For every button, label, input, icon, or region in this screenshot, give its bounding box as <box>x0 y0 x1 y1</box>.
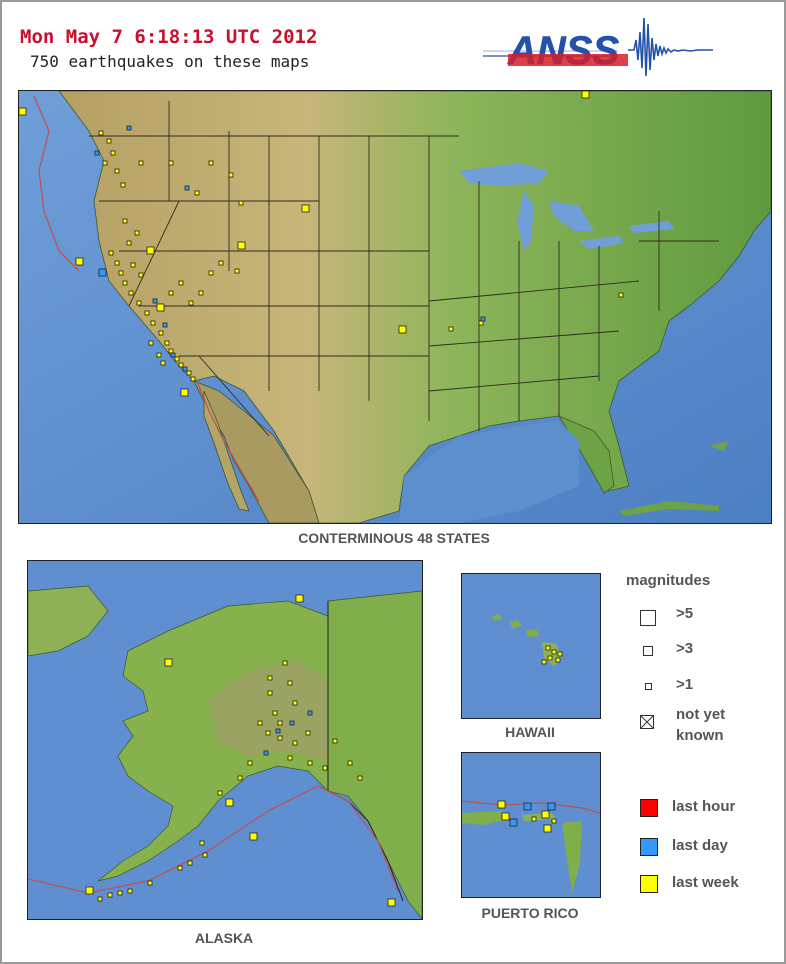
anss-logo-text: ANSS <box>507 29 619 73</box>
last-week-swatch <box>640 875 658 893</box>
hawaii-map[interactable] <box>461 573 601 719</box>
last-day-label: last day <box>672 837 728 854</box>
unknown-label-line2: known <box>676 727 724 744</box>
magnitude-1-symbol <box>645 683 652 690</box>
alaska-map[interactable] <box>27 560 423 920</box>
update-datetime: Mon May 7 6:18:13 UTC 2012 <box>20 26 318 48</box>
unknown-label-line1: not yet <box>676 706 726 723</box>
magnitude-1-label: >1 <box>676 676 694 693</box>
last-hour-label: last hour <box>672 798 736 815</box>
magnitude-5-symbol <box>640 610 656 626</box>
seismogram-icon: ANSS <box>483 17 713 77</box>
last-day-swatch <box>640 838 658 856</box>
hawaii-label: HAWAII <box>505 724 555 740</box>
magnitude-5-label: >5 <box>676 605 694 622</box>
conus-map[interactable] <box>18 90 772 524</box>
magnitude-3-symbol <box>643 646 653 656</box>
alaska-label: ALASKA <box>194 930 254 946</box>
puerto-rico-label: PUERTO RICO <box>481 905 579 921</box>
last-hour-swatch <box>640 799 658 817</box>
last-week-label: last week <box>672 874 739 891</box>
magnitudes-title: magnitudes <box>626 572 711 589</box>
conus-label: CONTERMINOUS 48 STATES <box>298 530 490 546</box>
crossed-box-icon <box>640 715 654 734</box>
magnitude-3-label: >3 <box>676 640 694 657</box>
earthquake-count: 750 earthquakes on these maps <box>30 52 310 71</box>
puerto-rico-map[interactable] <box>461 752 601 898</box>
anss-logo: ANSS <box>478 10 728 85</box>
